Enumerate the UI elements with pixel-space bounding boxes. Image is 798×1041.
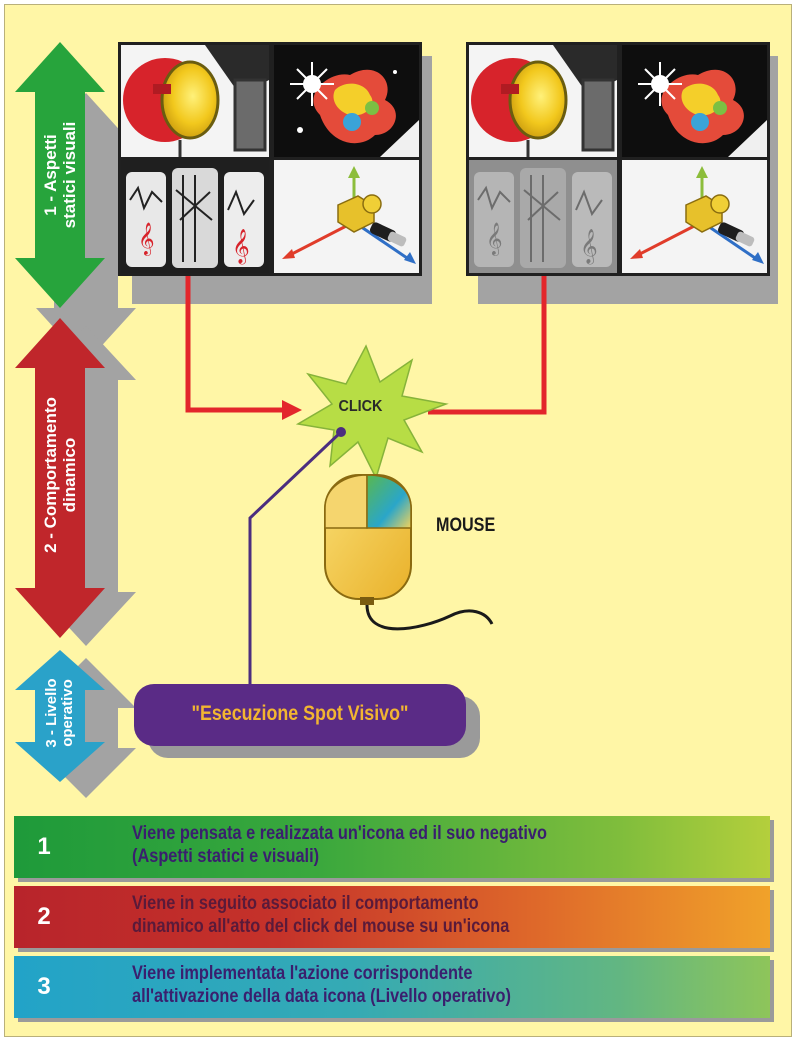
legend-text-line2: all'attivazione della data icona (Livell… xyxy=(132,986,511,1007)
axes-cube-icon xyxy=(274,160,419,273)
side-arrow-2-label: 2 - Comportamento dinamico xyxy=(41,375,79,575)
connector-lines xyxy=(185,276,547,415)
axes-cube-icon xyxy=(622,160,767,273)
svg-text:𝄞: 𝄞 xyxy=(138,222,155,256)
legend-text-line1: Viene in seguito associato il comportame… xyxy=(132,893,479,914)
svg-text:𝄞: 𝄞 xyxy=(232,229,250,265)
svg-text:𝄞: 𝄞 xyxy=(486,222,503,256)
side-arrow-2-label-line2: dinamico xyxy=(60,437,79,513)
side-arrow-1 xyxy=(15,42,105,308)
legend-row-1: 1 Viene pensata e realizzata un'icona ed… xyxy=(14,816,770,878)
sparkle-figure-icon xyxy=(622,45,767,157)
side-arrow-3-label-line1: 3 - Livello xyxy=(43,678,60,748)
legend-number: 1 xyxy=(37,833,51,860)
legend-number: 3 xyxy=(37,973,51,1000)
side-arrow-3-label: 3 - Livello operativo xyxy=(43,663,76,763)
legend-row-2: 2 Viene in seguito associato il comporta… xyxy=(14,886,770,948)
svg-text:𝄞: 𝄞 xyxy=(580,229,598,265)
side-arrow-1-label: 1 - Aspetti statici visuali xyxy=(41,95,79,255)
side-arrow-2-label-line1: 2 - Comportamento xyxy=(41,397,60,553)
legend-number: 2 xyxy=(37,903,51,930)
action-pill-label: "Esecuzione Spot Visivo" xyxy=(191,702,409,725)
legend-text-line1: Viene pensata e realizzata un'icona ed i… xyxy=(132,823,547,844)
spotlight-icon xyxy=(121,45,269,157)
legend-row-3: 3 Viene implementata l'azione corrispond… xyxy=(14,956,770,1018)
music-scroll-icon: 𝄞 𝄞 xyxy=(121,160,269,273)
side-arrow-3 xyxy=(15,650,105,782)
legend-text: Viene pensata e realizzata un'icona ed i… xyxy=(132,822,674,868)
icon-block-left: 𝄞 𝄞 xyxy=(118,42,422,276)
side-arrow-2 xyxy=(15,318,105,638)
side-arrow-1-label-line2: statici visuali xyxy=(60,121,79,229)
legend-text-line2: (Aspetti statici e visuali) xyxy=(132,846,320,867)
legend-text: Viene in seguito associato il comportame… xyxy=(132,892,674,938)
cable-endpoint xyxy=(336,427,346,437)
mouse-cable-line xyxy=(248,430,343,690)
mouse-icon xyxy=(324,474,494,631)
sparkle-figure-icon xyxy=(274,45,419,157)
click-label: CLICK xyxy=(338,398,383,415)
connector-arrowhead xyxy=(282,400,302,420)
mouse-label: MOUSE xyxy=(436,515,496,536)
spotlight-icon xyxy=(469,45,617,157)
legend-text-line2: dinamico all'atto del click del mouse su… xyxy=(132,916,510,937)
action-pill: "Esecuzione Spot Visivo" xyxy=(134,684,466,746)
side-arrow-1-label-line1: 1 - Aspetti xyxy=(41,134,60,216)
legend-text-line1: Viene implementata l'azione corrisponden… xyxy=(132,963,473,984)
music-scroll-negative-icon: 𝄞 𝄞 xyxy=(469,160,617,273)
legend-text: Viene implementata l'azione corrisponden… xyxy=(132,962,674,1008)
icon-block-right: 𝄞 𝄞 xyxy=(466,42,770,276)
side-arrow-3-label-line2: operativo xyxy=(59,679,76,747)
